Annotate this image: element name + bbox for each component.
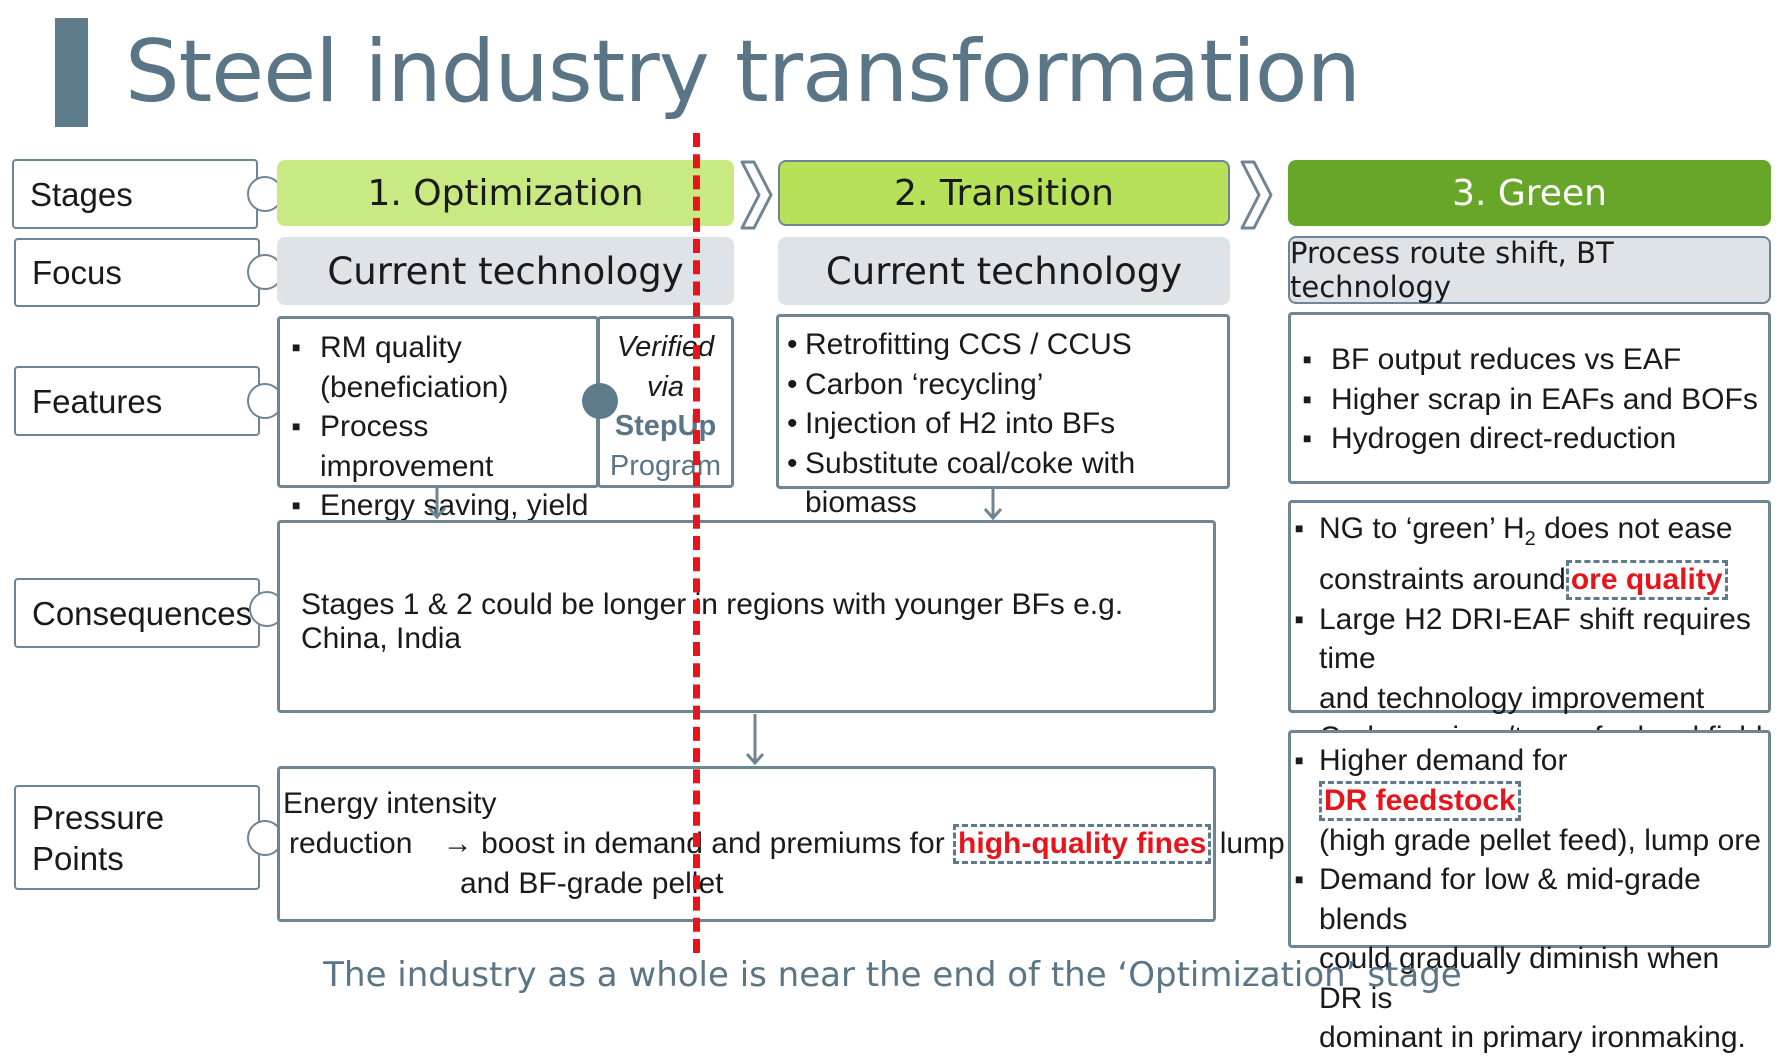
- features-optimization-list: RM quality (beneficiation) Process impro…: [284, 328, 596, 526]
- list-item: Large H2 DRI-EAF shift requires time and…: [1295, 600, 1768, 719]
- focus-green: Process route shift, BT technology: [1288, 236, 1771, 304]
- row-label-consequences: Consequences: [14, 578, 260, 648]
- connector-dot: [582, 383, 618, 419]
- features-green-box: BF output reduces vs EAF Higher scrap in…: [1288, 312, 1771, 484]
- text-segment: lump: [1211, 827, 1285, 860]
- arrow-down-icon: [745, 714, 765, 766]
- footer-caption: The industry as a whole is near the end …: [323, 955, 1462, 995]
- text-segment: Higher demand for: [1319, 744, 1568, 777]
- text-segment: could gradually diminish when DR is: [1319, 942, 1720, 1015]
- stage-header-optimization: 1. Optimization: [277, 160, 734, 226]
- list-item: Carbon ‘recycling’: [787, 365, 1227, 405]
- highlight-dr-feedstock: DR feedstock: [1319, 780, 1521, 821]
- stage-label: 1. Optimization: [367, 172, 644, 214]
- highlight-ore-quality: ore quality: [1565, 559, 1728, 600]
- row-label-pressure-points: Pressure Points: [14, 785, 260, 890]
- row-label-text: Pressure: [32, 798, 165, 836]
- features-optimization-box: RM quality (beneficiation) Process impro…: [277, 316, 599, 525]
- stage-label: 3. Green: [1452, 172, 1607, 214]
- text-segment: → boost in demand and premiums for: [442, 827, 945, 860]
- arrow-down-icon: [427, 488, 447, 520]
- text-segment: (high grade pellet feed), lump ore: [1319, 823, 1761, 857]
- page-title: Steel industry transformation: [125, 22, 1361, 122]
- row-label-features: Features: [14, 366, 260, 436]
- row-label-text: Stages: [30, 175, 133, 213]
- list-item: BF output reduces vs EAF: [1295, 340, 1768, 380]
- focus-optimization: Current technology: [277, 237, 734, 305]
- text-segment: NG to ‘green’ H: [1319, 512, 1525, 545]
- pressure-points-box: Energy intensity reduction → boost in de…: [277, 766, 1285, 922]
- consequences-box: Stages 1 & 2 could be longer in regions …: [277, 520, 1216, 713]
- highlight-high-quality-fines: high-quality fines: [953, 824, 1212, 864]
- focus-text: Process route shift, BT technology: [1290, 236, 1614, 304]
- list-item: Retrofitting CCS / CCUS: [787, 325, 1227, 365]
- list-item: Substitute coal/coke with biomass: [787, 444, 1227, 523]
- focus-text: Current technology: [825, 249, 1183, 293]
- text-segment: does not ease: [1535, 512, 1733, 545]
- list-item: Higher scrap in EAFs and BOFs: [1295, 380, 1768, 420]
- text-segment: Large H2 DRI-EAF shift requires time: [1319, 602, 1751, 676]
- pressure-green-box: Higher demand forDR feedstock (high grad…: [1288, 730, 1771, 1054]
- pressure-green-list: Higher demand forDR feedstock (high grad…: [1295, 741, 1768, 1058]
- list-item: Injection of H2 into BFs: [787, 404, 1227, 444]
- text-segment: reduction: [289, 827, 413, 860]
- stage-header-transition: 2. Transition: [778, 160, 1230, 226]
- row-label-text: Features: [32, 382, 163, 420]
- text-segment: and technology improvement: [1319, 681, 1705, 715]
- chevron-right-icon: [740, 160, 773, 230]
- stage-label: 2. Transition: [894, 172, 1114, 214]
- list-item: Hydrogen direct-reduction: [1295, 419, 1768, 459]
- current-position-marker: [693, 133, 700, 953]
- stage-header-green: 3. Green: [1288, 160, 1771, 226]
- list-item: Energy saving, yield: [284, 486, 596, 526]
- list-item: NG to ‘green’ H2 does not ease constrain…: [1295, 509, 1768, 600]
- consequences-text: Stages 1 & 2 could be longer in regions …: [301, 587, 1124, 655]
- pressure-line-1: Energy intensity: [283, 787, 497, 820]
- via-text: via: [646, 370, 685, 403]
- subscript: 2: [1524, 528, 1536, 550]
- row-label-text: Consequences: [32, 594, 253, 632]
- features-transition-list: Retrofitting CCS / CCUS Carbon ‘recyclin…: [787, 325, 1227, 523]
- text-segment: dominant in primary ironmaking.: [1319, 1021, 1746, 1054]
- features-green-list: BF output reduces vs EAF Higher scrap in…: [1295, 340, 1768, 459]
- list-item: Higher demand forDR feedstock (high grad…: [1295, 741, 1768, 860]
- focus-text: Current technology: [327, 249, 684, 293]
- list-item: (beneficiation): [284, 368, 596, 408]
- chevron-right-icon: [1240, 160, 1273, 230]
- row-label-text: Points: [32, 839, 124, 877]
- row-label-stages: Stages: [12, 159, 258, 229]
- consequences-green-list: NG to ‘green’ H2 does not ease constrain…: [1295, 509, 1768, 758]
- row-label-focus: Focus: [14, 238, 260, 307]
- focus-transition: Current technology: [778, 237, 1230, 305]
- verified-text: Verified: [616, 331, 715, 363]
- list-item: Process improvement: [284, 407, 596, 486]
- list-item-continuation: (beneficiation): [320, 370, 509, 404]
- program-text: Program: [609, 449, 722, 482]
- arrow-down-icon: [983, 489, 1003, 521]
- text-segment: constraints around: [1319, 562, 1566, 596]
- row-label-text: Focus: [32, 254, 122, 291]
- pressure-line-3: and BF-grade pellet: [460, 867, 724, 900]
- list-item: RM quality: [284, 328, 596, 368]
- consequences-green-box: NG to ‘green’ H2 does not ease constrain…: [1288, 500, 1771, 757]
- stepup-text: StepUp: [614, 410, 717, 442]
- title-accent-bar: [55, 18, 88, 127]
- features-transition-box: Retrofitting CCS / CCUS Carbon ‘recyclin…: [776, 314, 1230, 519]
- pressure-line-2: reduction → boost in demand and premiums…: [283, 824, 1285, 864]
- text-segment: Demand for low & mid-grade blends: [1319, 863, 1701, 936]
